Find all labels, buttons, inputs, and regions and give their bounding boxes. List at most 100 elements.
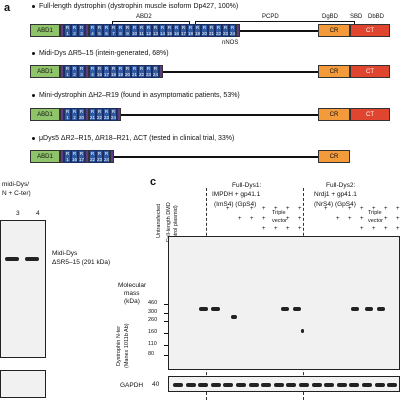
plus-sign: + bbox=[226, 206, 230, 212]
panel-c-blot bbox=[168, 236, 400, 370]
marker-160: 160 bbox=[148, 329, 158, 335]
marker-tick bbox=[164, 321, 168, 322]
marker-260: 260 bbox=[148, 317, 158, 323]
panel-b-lane-4: 4 bbox=[36, 210, 40, 217]
plus-sign: + bbox=[274, 206, 278, 212]
vector-label-1: vector bbox=[272, 218, 287, 224]
gapdh-band bbox=[374, 383, 385, 387]
plus-sign: + bbox=[372, 206, 376, 212]
blot-band bbox=[231, 315, 237, 319]
gapdh-band bbox=[299, 383, 309, 387]
gapdh-band bbox=[248, 383, 259, 387]
construct-3-backbone bbox=[30, 114, 390, 116]
gapdh-band bbox=[210, 383, 221, 387]
marker-tick bbox=[164, 355, 168, 356]
group-2-title: Full-Dys2: bbox=[326, 182, 356, 189]
mm-unit: (kDa) bbox=[124, 298, 140, 305]
hinge bbox=[236, 24, 240, 37]
group-1-line-3: (ImS4) (GpS4) bbox=[214, 201, 257, 208]
abd2-label: ABD2 bbox=[136, 14, 152, 20]
gapdh-band bbox=[261, 383, 272, 387]
plus-sign: + bbox=[262, 226, 266, 232]
plus-sign: + bbox=[360, 226, 364, 232]
vector-label-2: vector bbox=[368, 218, 383, 224]
panel-b-band-1 bbox=[5, 257, 19, 261]
marker-110: 110 bbox=[148, 341, 157, 347]
group-1-line-2: IMPDH + gp41.1 bbox=[212, 191, 261, 198]
triple-label-1: Triple bbox=[272, 210, 286, 216]
plus-sign: + bbox=[298, 216, 302, 222]
panel-b-loading-blot bbox=[0, 370, 46, 398]
plus-sign: + bbox=[262, 216, 266, 222]
group-1-title: Full-Dys1: bbox=[232, 182, 262, 189]
hinge bbox=[117, 108, 121, 121]
blot-band bbox=[365, 307, 373, 311]
plus-sign: + bbox=[324, 206, 328, 212]
construct-2-title: Midi-Dys ΔR5–15 (intein-generated, 68%) bbox=[32, 50, 169, 57]
plus-sign: + bbox=[372, 226, 376, 232]
plus-sign: + bbox=[384, 226, 388, 232]
plus-sign: + bbox=[298, 226, 302, 232]
blot-band bbox=[293, 307, 301, 311]
panel-a-letter: a bbox=[4, 2, 11, 14]
construct-2-backbone bbox=[30, 71, 390, 73]
hinge bbox=[159, 65, 163, 78]
plus-sign: + bbox=[384, 216, 388, 222]
loading-label: GAPDH bbox=[120, 382, 144, 389]
plus-sign: + bbox=[298, 206, 302, 212]
construct-1-title: Full-length dystrophin (dystrophin muscl… bbox=[32, 3, 238, 10]
plus-sign: + bbox=[396, 206, 400, 212]
hinge bbox=[110, 150, 114, 163]
plus-sign: + bbox=[262, 206, 266, 212]
mm-label: Molecular bbox=[118, 282, 147, 289]
plus-sign: + bbox=[286, 226, 290, 232]
hinge-h1 bbox=[60, 24, 64, 37]
blot-band bbox=[199, 307, 208, 311]
sbd-label: SBD bbox=[350, 14, 363, 20]
blot-band bbox=[377, 307, 385, 311]
marker-tick bbox=[164, 313, 168, 314]
gapdh-band bbox=[311, 383, 322, 387]
marker-tick bbox=[164, 333, 168, 334]
loading-marker: 40 bbox=[152, 381, 160, 388]
gapdh-band bbox=[387, 383, 398, 387]
marker-tick bbox=[164, 345, 168, 346]
hinge-h1 bbox=[60, 65, 64, 78]
abd1-block-4: ABD1 bbox=[30, 150, 60, 163]
marker-tick bbox=[164, 304, 168, 305]
hinge bbox=[85, 150, 89, 163]
marker-80: 80 bbox=[148, 351, 155, 357]
cr-block-3: CR bbox=[318, 108, 350, 121]
panel-b-band-label-1: Midi-Dys bbox=[52, 250, 78, 257]
construct-4-backbone bbox=[30, 156, 350, 158]
panel-b-lane-3: 3 bbox=[16, 210, 20, 217]
nnos-label: nNOS bbox=[222, 40, 239, 46]
plus-sign: + bbox=[348, 216, 352, 222]
triple-label-2: Triple bbox=[368, 210, 382, 216]
